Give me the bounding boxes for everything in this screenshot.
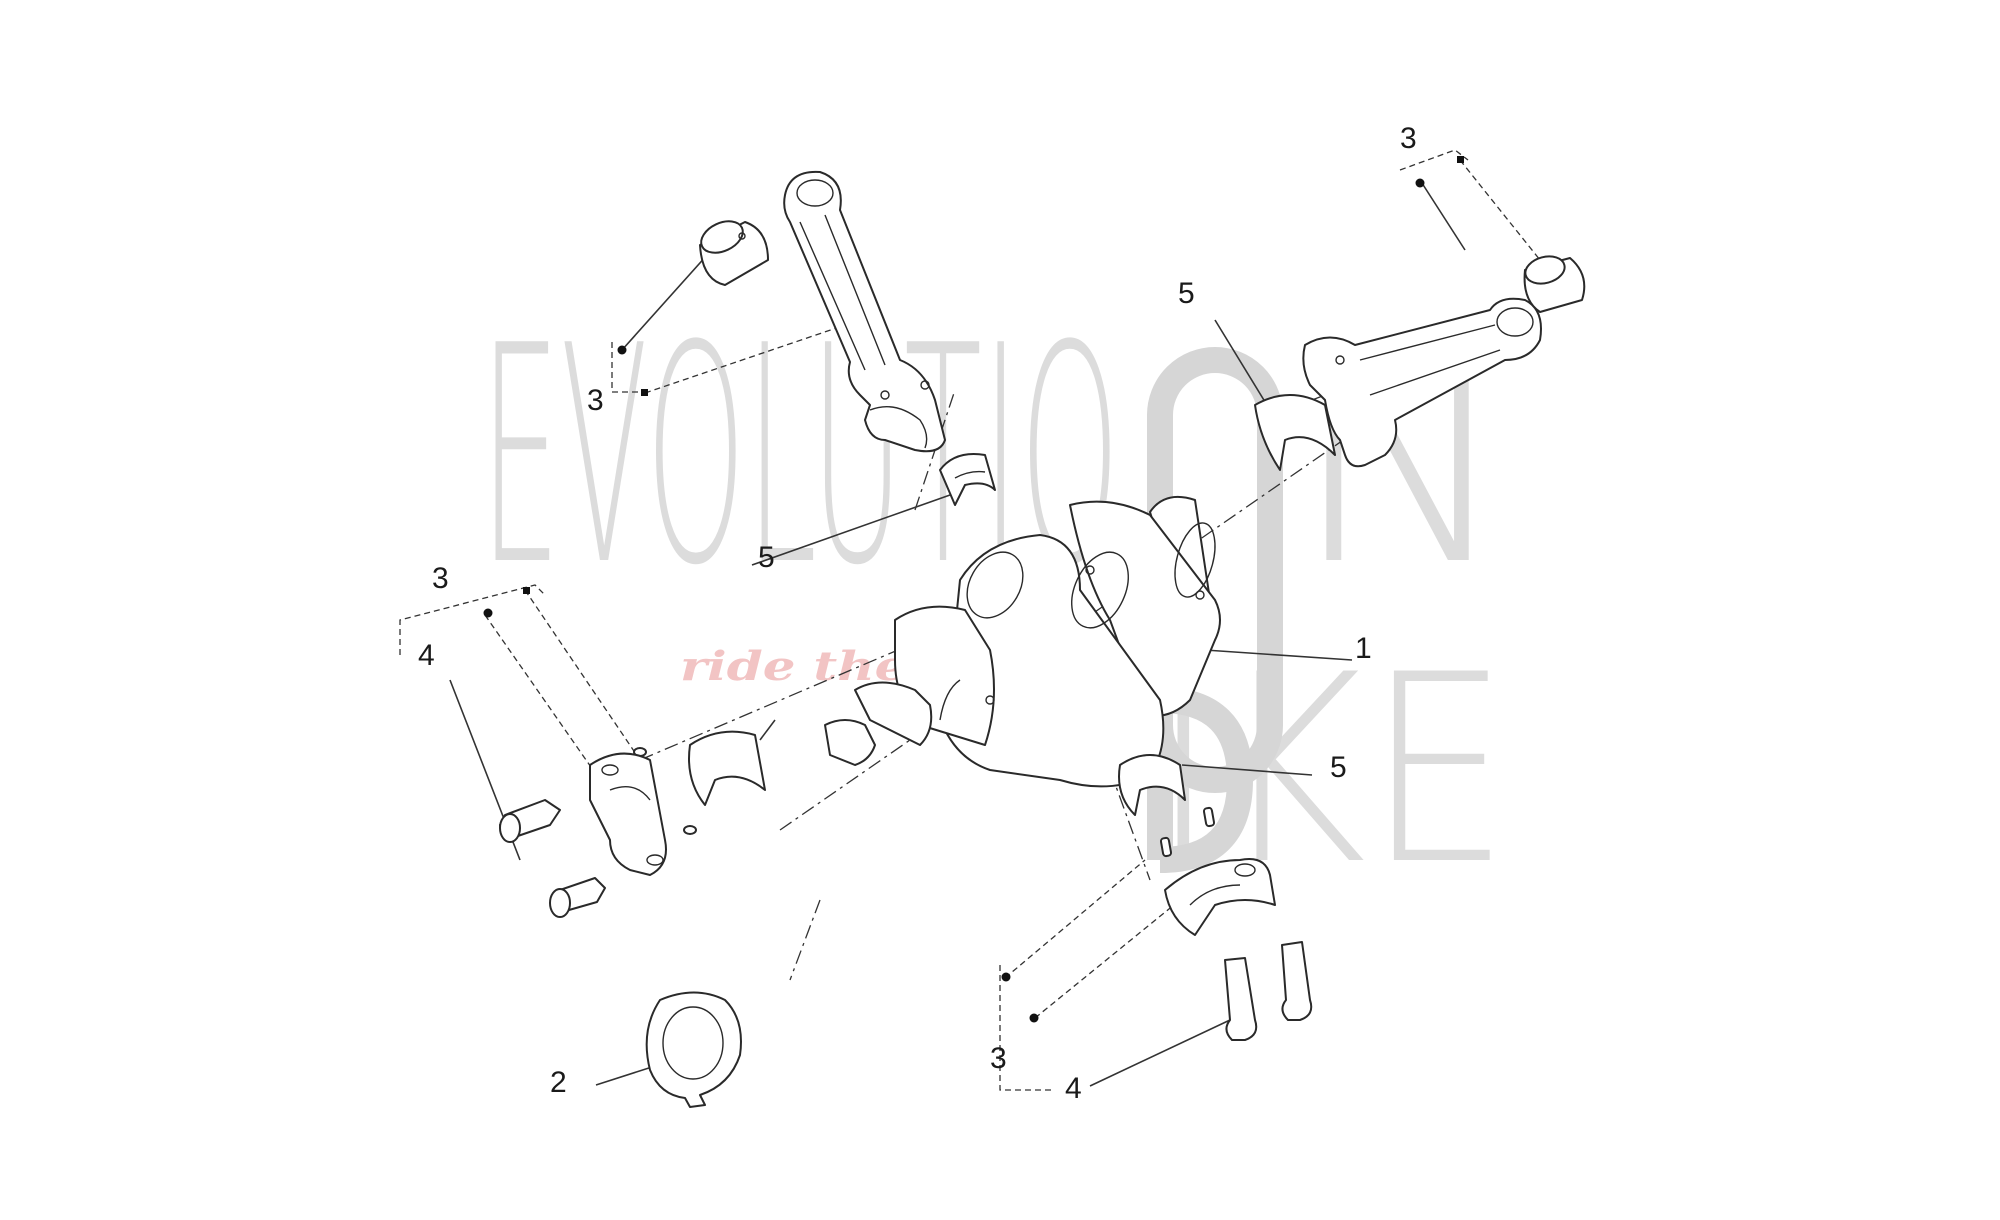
connecting-rod-right [1302,297,1542,468]
bush-top-left [699,220,769,286]
callout-1: 1 [1355,632,1372,665]
callouts: 1 2 3 3 3 3 4 4 5 5 5 [418,122,1417,1105]
bearing-cap-bottom [1164,858,1276,936]
callout-2: 2 [550,1066,567,1099]
bolts-bottom [1224,941,1313,1041]
bearing-shell-left [688,730,766,806]
connecting-rod-top [783,170,946,453]
callout-5-center: 5 [758,541,775,574]
thrust-washer [645,991,742,1108]
callout-3-top-right: 3 [1400,122,1417,155]
callout-4-left: 4 [418,639,435,672]
callout-3-left: 3 [432,562,449,595]
bolts-left [499,799,606,918]
callout-3-bottom: 3 [990,1042,1007,1075]
crankshaft [824,496,1221,788]
leader-dots [483,156,1464,1023]
group-brackets [399,149,1469,1091]
callout-4-bottom: 4 [1065,1072,1082,1105]
callout-3-top-left: 3 [587,384,604,417]
callout-5-right: 5 [1330,751,1347,784]
callout-5-top-right: 5 [1178,277,1195,310]
bush-top-right [1523,255,1586,313]
bearing-shell-right-lower [1118,754,1186,816]
dowel-pins [633,747,1216,858]
bearing-shell-top [939,453,996,506]
bearing-shell-right-upper [1254,394,1336,471]
bearing-cap-left [589,752,667,876]
